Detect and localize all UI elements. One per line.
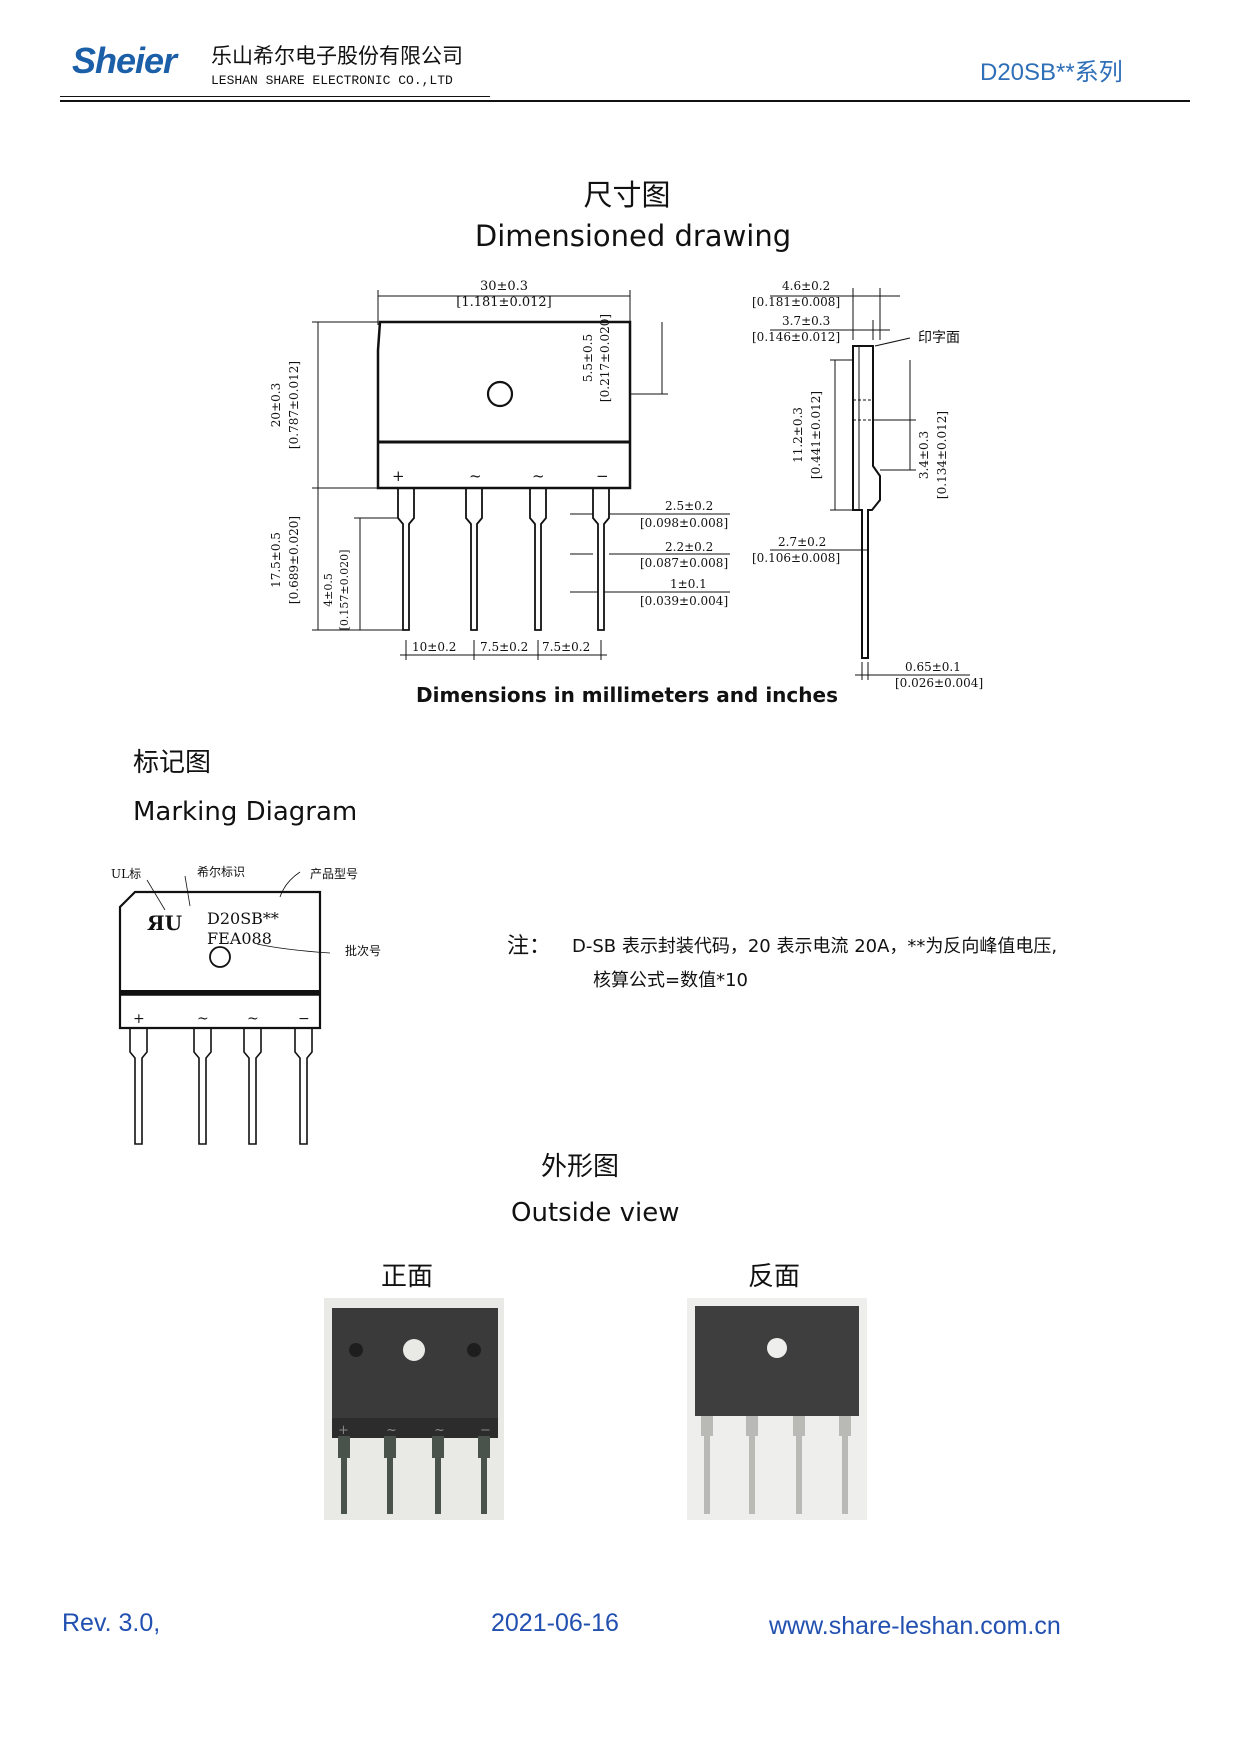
marking-batch-label: 批次号: [345, 943, 381, 958]
dim-side-h2-mm: 3.4±0.3: [917, 431, 931, 479]
dim-side-h1-in: [0.441±0.012]: [809, 391, 823, 479]
dim-lead-w2-in: [0.087±0.008]: [640, 556, 728, 570]
dim-width-in: [1.181±0.012]: [456, 295, 551, 310]
marking-ul-label: UL标: [111, 867, 141, 881]
dim-side-lead-in: [0.106±0.008]: [752, 551, 840, 565]
dim-hole-mm: 5.5±0.5: [581, 334, 595, 382]
dim-lead-thick-in: [0.026±0.004]: [895, 676, 983, 690]
outside-title-en: Outside view: [511, 1198, 680, 1228]
company-name-en: LESHAN SHARE ELECTRONIC CO.,LTD: [211, 73, 453, 88]
back-view-label: 反面: [748, 1262, 801, 1292]
marking-model-label: 产品型号: [310, 867, 358, 881]
pin-plus-label: +: [392, 467, 405, 485]
dim-hole-in: [0.217±0.020]: [598, 314, 612, 402]
footer-website[interactable]: www.share-leshan.com.cn: [769, 1612, 1061, 1640]
dim-width-mm: 30±0.3: [480, 279, 528, 294]
dim-lead-shoulder-mm: 4±0.5: [322, 573, 335, 607]
front-photo-pin-plus: +: [338, 1423, 349, 1438]
marking-title-en: Marking Diagram: [133, 797, 358, 827]
marking-pin-minus: −: [298, 1011, 310, 1027]
dim-lead-length-mm: 17.5±0.5: [270, 532, 283, 588]
front-body-outline: [376, 320, 632, 490]
dimensions-title-en: Dimensioned drawing: [474, 219, 792, 253]
marking-pin-plus: +: [133, 1011, 145, 1027]
outside-title-cn: 外形图: [541, 1152, 620, 1182]
dim-side-lead-mm: 2.7±0.2: [778, 535, 826, 549]
front-photo-pin-ac2: ~: [434, 1423, 445, 1438]
dim-thick1-in: [0.181±0.008]: [752, 295, 840, 309]
marking-title-cn: 标记图: [133, 748, 212, 778]
front-photo-pin-ac1: ~: [386, 1423, 397, 1438]
dim-lead-w3-mm: 1±0.1: [670, 577, 707, 591]
dim-pitch-1: 10±0.2: [412, 640, 456, 654]
dim-lead-w3-in: [0.039±0.004]: [640, 594, 728, 608]
dim-thick1-mm: 4.6±0.2: [782, 279, 830, 293]
note-line-2: 核算公式=数值*10: [593, 970, 748, 991]
front-photo: + ~ ~ −: [324, 1298, 504, 1520]
front-view-label: 正面: [381, 1262, 434, 1292]
header-divider-short: [60, 96, 490, 97]
dimensions-caption: Dimensions in millimeters and inches: [416, 683, 838, 707]
dim-height-mm: 20±0.3: [270, 383, 283, 427]
marking-pin-ac2: ~: [247, 1011, 259, 1027]
marking-batch-text: FEA088: [207, 929, 272, 948]
footer-revision: Rev. 3.0,: [62, 1609, 161, 1637]
mounting-hole: [486, 380, 514, 408]
dim-pitch-3: 7.5±0.2: [542, 640, 590, 654]
dim-lead-w1-in: [0.098±0.008]: [640, 516, 728, 530]
front-photo-pin-minus: −: [480, 1423, 491, 1438]
footer-date: 2021-06-16: [491, 1609, 619, 1637]
note-label: 注：: [507, 934, 552, 959]
dim-height-in: [0.787±0.012]: [287, 361, 301, 449]
pin-ac2-label: ~: [532, 467, 545, 485]
marking-model-text: D20SB**: [207, 909, 279, 928]
front-leads: [397, 488, 610, 631]
ul-symbol: ЯU: [147, 911, 182, 935]
note-line-1: D-SB 表示封装代码，20 表示电流 20A，**为反向峰值电压,: [572, 936, 1058, 957]
dim-side-h1-mm: 11.2±0.3: [791, 407, 805, 463]
marking-face-label: 印字面: [918, 330, 960, 346]
dimension-drawing: 30±0.3 [1.181±0.012] 20±0.3 [0.787±0.012…: [270, 279, 983, 690]
pin-ac1-label: ~: [469, 467, 482, 485]
marking-diagram: UL标 希尔标识 产品型号 批次号 ЯU D20SB** FEA088 + ~ …: [111, 864, 381, 1145]
dim-thick2-in: [0.146±0.012]: [752, 330, 840, 344]
dim-lead-w2-mm: 2.2±0.2: [665, 540, 713, 554]
dim-pitch-2: 7.5±0.2: [480, 640, 528, 654]
dim-lead-length-in: [0.689±0.020]: [287, 516, 301, 604]
dimensions-title-cn: 尺寸图: [583, 178, 671, 212]
product-series: D20SB**系列: [980, 59, 1123, 86]
header-divider: [60, 100, 1190, 102]
marking-pin-ac1: ~: [197, 1011, 209, 1027]
dim-lead-shoulder-in: [0.157±0.020]: [338, 550, 351, 631]
side-view-outline: [852, 345, 881, 659]
pin-minus-label: −: [596, 467, 609, 485]
company-name-cn: 乐山希尔电子股份有限公司: [211, 44, 463, 68]
dim-side-h2-in: [0.134±0.012]: [935, 411, 949, 499]
dim-thick2-mm: 3.7±0.3: [782, 314, 830, 328]
dim-lead-w1-mm: 2.5±0.2: [665, 499, 713, 513]
company-logo: Sheier: [72, 40, 177, 81]
dim-lead-thick-mm: 0.65±0.1: [905, 660, 961, 674]
back-photo: [687, 1298, 867, 1520]
marking-sheier-label: 希尔标识: [197, 864, 245, 879]
